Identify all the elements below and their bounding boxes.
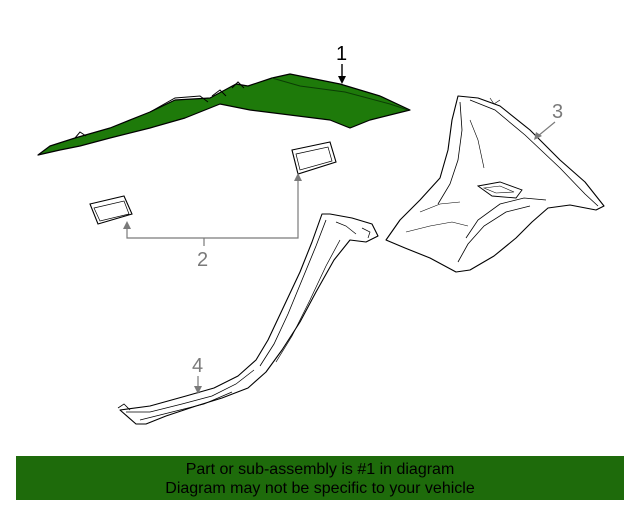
- callout-4: 4: [192, 355, 203, 394]
- callout-4-label: 4: [192, 355, 203, 377]
- banner-line-2: Diagram may not be specific to your vehi…: [165, 480, 475, 497]
- callout-1-label: 1: [336, 43, 347, 65]
- part-2-trim-pad-left[interactable]: [89, 195, 133, 225]
- banner-line-1: Part or sub-assembly is #1 in diagram: [185, 461, 455, 478]
- part-4-pillar-sill-trim[interactable]: [117, 213, 379, 425]
- part-info-banner: Part or sub-assembly is #1 in diagram Di…: [16, 456, 624, 500]
- callout-3: 3: [534, 101, 563, 140]
- callout-1: 1: [336, 43, 347, 84]
- part-2-trim-pad-right[interactable]: [291, 141, 337, 175]
- part-3-quarter-trim-panel[interactable]: [385, 95, 605, 273]
- callout-2-label: 2: [197, 249, 208, 271]
- callout-3-label: 3: [552, 101, 563, 123]
- part-1-roof-trim[interactable]: [37, 73, 411, 156]
- callout-2: 2: [123, 173, 302, 271]
